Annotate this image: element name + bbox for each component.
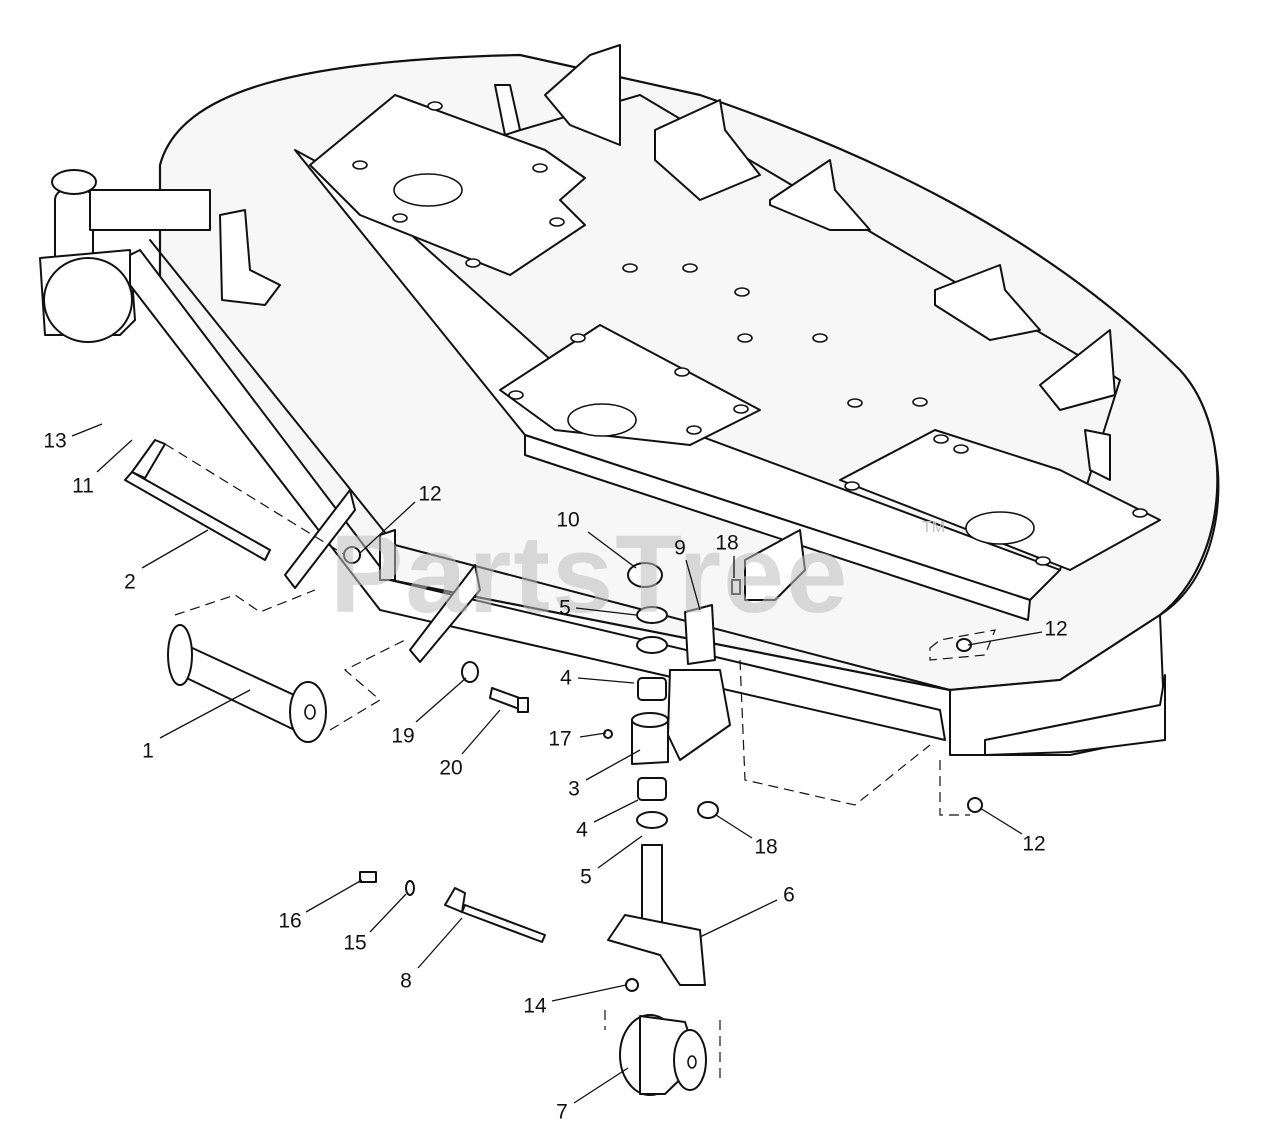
callout-leader-c18b (715, 814, 753, 839)
callout-leader-c17 (579, 732, 607, 738)
callout-leader-c4a (577, 677, 635, 684)
callout-leader-c7 (573, 1067, 629, 1104)
callout-leader-c11 (96, 439, 133, 473)
callout-c12a: 12 (418, 483, 441, 506)
callout-c4a: 4 (560, 667, 572, 690)
callout-leader-c12b (967, 631, 1043, 646)
top-cover-plate (294, 94, 1161, 621)
center-caster-stack (607, 562, 741, 986)
callout-c5a: 5 (559, 597, 571, 620)
callout-leader-c12a (359, 501, 416, 554)
assembly-guides (739, 629, 996, 816)
callout-leader-c6 (699, 899, 778, 938)
callout-c13: 13 (43, 430, 66, 453)
callout-labels: 13 11 2 12 1 10 9 18 5 4 17 19 20 3 4 5 18 12 12 6 16 15 8 14 7 (43, 423, 1068, 1124)
parts-8-15-16 (359, 871, 546, 943)
rear-brackets (219, 44, 1116, 601)
part-1-roller (167, 589, 406, 743)
callout-leader-c20 (461, 709, 501, 755)
callout-c9: 9 (674, 537, 686, 560)
callout-leader-c4b (593, 799, 639, 823)
callout-c1: 1 (142, 740, 154, 763)
callout-c20: 20 (439, 757, 462, 780)
callout-c6: 6 (783, 884, 795, 907)
callout-c17: 17 (548, 728, 571, 751)
callout-leader-c12c (979, 807, 1023, 835)
callout-c3: 3 (568, 778, 580, 801)
callout-c2: 2 (124, 571, 136, 594)
front-rails (129, 239, 951, 741)
part-2-pin (124, 439, 346, 561)
front-caster-assembly (39, 169, 211, 343)
callout-leader-c16 (305, 879, 363, 913)
mounting-holes (352, 101, 1148, 566)
callout-c18a: 18 (715, 532, 738, 555)
callout-c11: 11 (72, 475, 94, 498)
callout-c12b: 12 (1044, 618, 1067, 641)
callout-leader-c1 (159, 689, 251, 739)
callout-leader-c19 (415, 677, 467, 723)
callout-c5b: 5 (580, 866, 592, 889)
part-7-caster-wheel (604, 1010, 721, 1096)
callout-c16: 16 (278, 910, 301, 933)
parts-19-20-hardware (461, 661, 529, 713)
callout-leader-c5b (597, 835, 643, 869)
partstree-watermark: PartsTree TM (330, 513, 945, 636)
callout-c19: 19 (391, 725, 414, 748)
callout-leader-c10 (587, 531, 637, 569)
callout-leader-c13 (71, 423, 103, 437)
callout-c12c: 12 (1022, 833, 1045, 856)
watermark-trademark: TM (922, 519, 945, 536)
callout-leader-c5a (575, 607, 637, 616)
callout-leader-c8 (417, 917, 463, 969)
callout-c10: 10 (556, 509, 579, 532)
callout-leader-c3 (585, 749, 641, 781)
callout-c15: 15 (343, 932, 366, 955)
callout-leader-c14 (551, 984, 627, 1002)
callout-c7: 7 (556, 1101, 568, 1124)
callout-leader-c15 (369, 893, 407, 933)
callout-c18b: 18 (754, 836, 777, 859)
watermark-brand: PartsTree (330, 513, 849, 636)
callout-leader-c9 (685, 559, 701, 611)
callout-leader-c2 (141, 529, 209, 569)
callout-c14: 14 (523, 995, 547, 1018)
callout-c4b: 4 (576, 819, 588, 842)
callout-c8: 8 (400, 970, 412, 993)
